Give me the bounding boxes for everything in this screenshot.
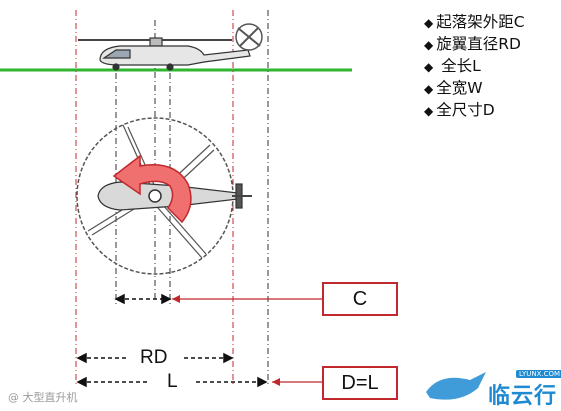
- dim-rd: [76, 352, 234, 364]
- dim-c: [114, 293, 172, 305]
- diamond-icon: ◆: [424, 104, 434, 118]
- d-label-box: D=L: [322, 366, 398, 400]
- legend: ◆起落架外距C ◆旋翼直径RD ◆ 全长L ◆全宽W ◆全尺寸D: [424, 12, 556, 122]
- diamond-icon: ◆: [424, 16, 434, 30]
- rotor-hub: [148, 189, 162, 203]
- helicopter-side-view: [78, 23, 263, 71]
- rd-label: RD: [140, 347, 168, 368]
- l-label: L: [167, 371, 178, 392]
- legend-item: ◆全宽W: [424, 79, 483, 97]
- brand-subtitle: LYUNX.COM: [516, 370, 561, 378]
- rotation-arrow: [112, 154, 192, 224]
- c-label-box: C: [322, 282, 398, 316]
- legend-item: ◆ 全长L: [424, 57, 481, 75]
- legend-item: ◆全尺寸D: [424, 101, 495, 119]
- leader-c-arrow: [172, 295, 180, 303]
- diamond-icon: ◆: [424, 60, 434, 74]
- diamond-icon: ◆: [424, 82, 434, 96]
- diamond-icon: ◆: [424, 38, 434, 52]
- legend-item: ◆旋翼直径RD: [424, 35, 521, 53]
- brand-name: 临云行: [488, 384, 558, 409]
- watermark: @ 大型直升机: [8, 391, 78, 404]
- dim-l: [76, 376, 268, 388]
- legend-item: ◆起落架外距C: [424, 13, 525, 31]
- leader-d-arrow: [272, 378, 280, 386]
- brand-logo-icon: [426, 372, 486, 400]
